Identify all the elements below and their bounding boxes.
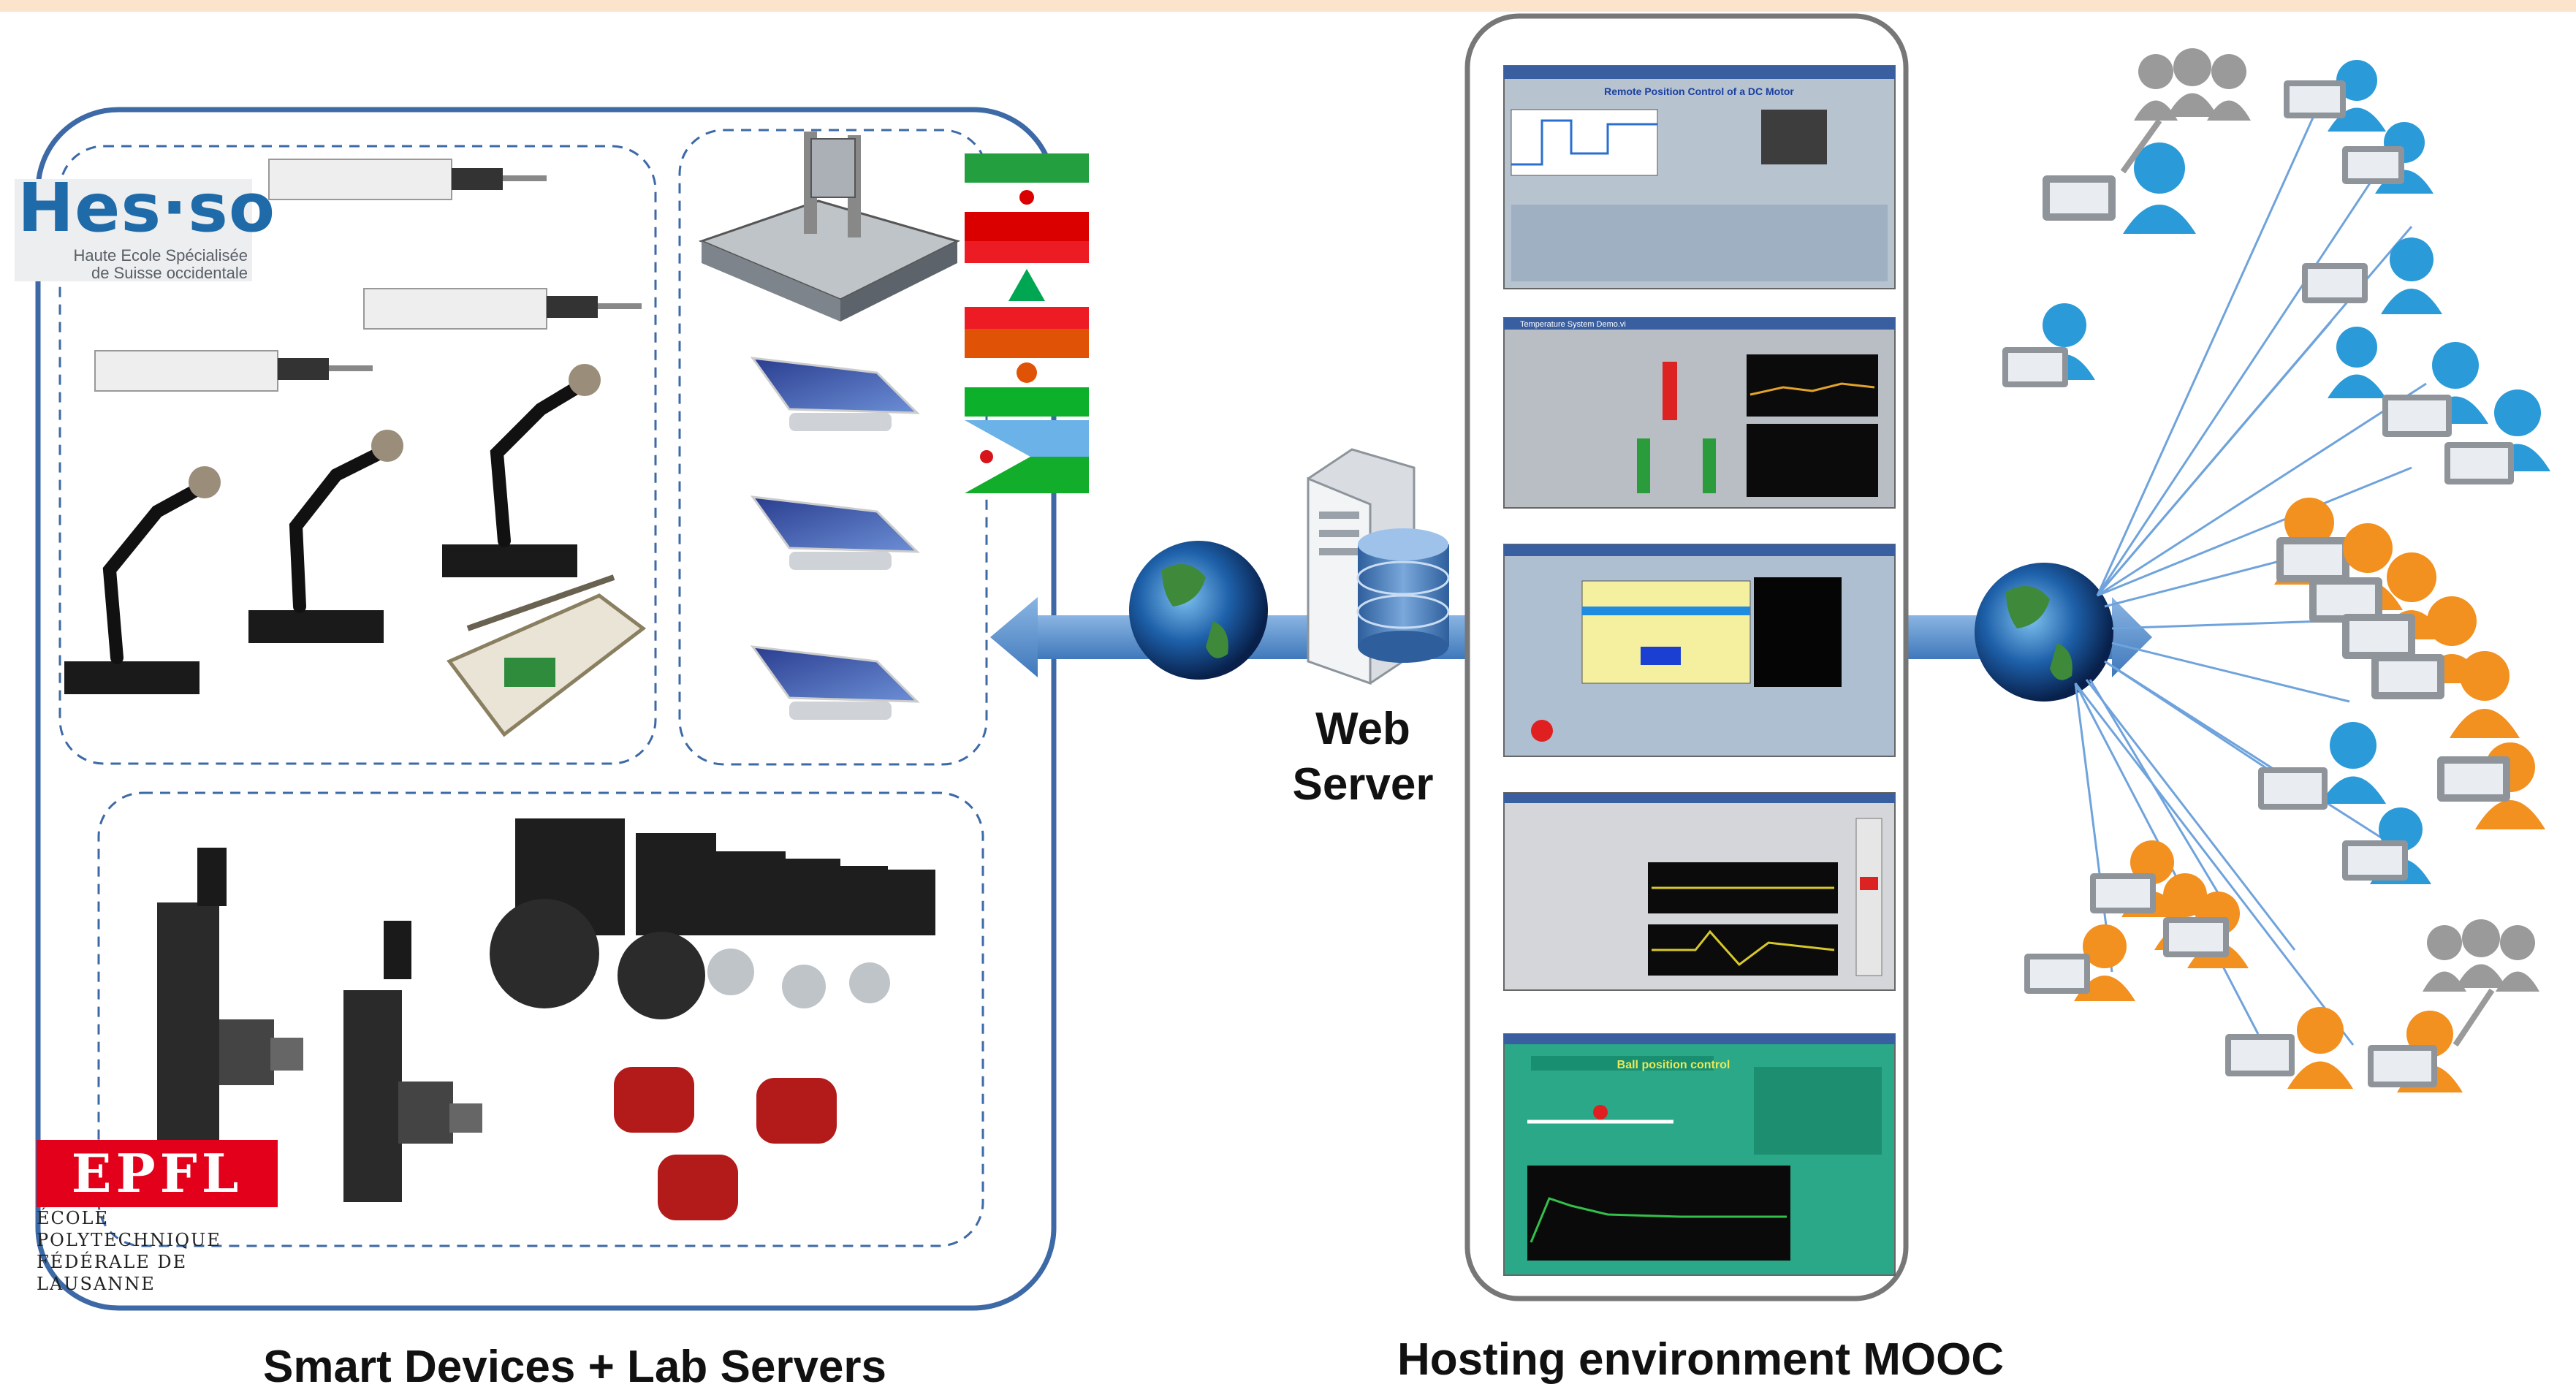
flag-lebanon bbox=[965, 241, 1089, 329]
epfl-subtitle-2: FÉDÉRALE DE LAUSANNE bbox=[37, 1252, 188, 1294]
solar-panel-2 bbox=[750, 495, 920, 570]
web-server-label: Web Server bbox=[1268, 702, 1458, 813]
user-icon bbox=[2368, 1011, 2463, 1092]
solar-panel-3 bbox=[750, 645, 920, 720]
user-icon bbox=[2284, 60, 2386, 132]
user-icon bbox=[2342, 807, 2431, 884]
screen-1-title: Remote Position Control of a DC Motor bbox=[1604, 85, 1794, 97]
devices-frame bbox=[35, 107, 1057, 1311]
hes-so-subtitle-2: de Suisse occidentale bbox=[91, 264, 248, 282]
user-icon bbox=[2309, 523, 2403, 623]
web-server-label-line1: Web bbox=[1315, 704, 1410, 754]
screen-5-title: Ball position control bbox=[1617, 1059, 1730, 1071]
linear-actuator-1 bbox=[268, 159, 547, 200]
solar-panel-1 bbox=[750, 357, 920, 431]
lab-screen-4 bbox=[1503, 792, 1896, 991]
lab-screen-2 bbox=[1503, 317, 1896, 509]
globe-icon-left bbox=[1129, 541, 1268, 680]
globe-icon-right bbox=[1975, 563, 2113, 702]
devices-caption: Smart Devices + Lab Servers bbox=[263, 1342, 887, 1392]
user-icon bbox=[2328, 327, 2386, 398]
hes-so-wordmark: Hes·so bbox=[18, 169, 276, 247]
epfl-logo: EPFL ÉCOLE POLYTECHNIQUE FÉDÉRALE DE LAU… bbox=[37, 1140, 285, 1295]
user-icon bbox=[2258, 722, 2386, 810]
user-icon bbox=[2163, 892, 2249, 968]
rail-device bbox=[447, 574, 647, 737]
epfl-subtitle-1: ÉCOLE POLYTECHNIQUE bbox=[37, 1208, 221, 1250]
linear-stage-1 bbox=[157, 848, 303, 1144]
screen-2-title: Temperature System Demo.vi bbox=[1520, 320, 1626, 329]
robot-arm-1 bbox=[64, 466, 221, 694]
flag-djibouti bbox=[965, 420, 1089, 493]
user-icon bbox=[2444, 389, 2550, 484]
linear-actuator-2 bbox=[363, 288, 642, 330]
cnc-machine bbox=[698, 132, 961, 322]
hes-so-subtitle-1: Haute Ecole Spécialisée bbox=[73, 246, 248, 265]
database-icon bbox=[1356, 528, 1450, 663]
user-icon bbox=[2342, 122, 2433, 194]
lab-screen-3 bbox=[1503, 544, 1896, 757]
lab-screen-1 bbox=[1503, 65, 1896, 289]
web-server-label-line2: Server bbox=[1292, 759, 1434, 810]
linear-actuator-3 bbox=[94, 350, 373, 392]
arrow-to-devices bbox=[990, 597, 1549, 677]
servo-motors bbox=[490, 818, 935, 1019]
red-gearboxes bbox=[614, 1067, 837, 1220]
user-icon bbox=[2302, 237, 2442, 314]
hosting-caption: Hosting environment MOOC bbox=[1397, 1334, 2005, 1385]
user-icon bbox=[2043, 142, 2196, 234]
user-icon bbox=[2382, 342, 2488, 437]
user-icon bbox=[2024, 924, 2135, 1001]
epfl-wordmark: EPFL bbox=[37, 1140, 278, 1207]
user-icon bbox=[2450, 651, 2520, 738]
linear-stage-2 bbox=[343, 921, 482, 1202]
robot-arm-3 bbox=[442, 364, 601, 577]
group-icon-bottom bbox=[2423, 919, 2539, 1047]
arms-group-box bbox=[58, 145, 657, 765]
flag-iran bbox=[965, 153, 1089, 241]
user-icon bbox=[2274, 498, 2349, 585]
group-icon-top bbox=[2120, 48, 2251, 174]
flag-niger bbox=[965, 329, 1089, 417]
robot-arm-2 bbox=[248, 430, 403, 643]
hes-so-logo: Hes·so Haute Ecole Spécialisée de Suisse… bbox=[15, 169, 275, 282]
lab-screen-5 bbox=[1503, 1033, 1896, 1276]
user-icon bbox=[2225, 1007, 2353, 1089]
user-icon bbox=[2090, 840, 2183, 917]
top-accent-bar bbox=[0, 0, 2576, 12]
user-icon bbox=[2437, 742, 2545, 829]
user-icon bbox=[2002, 303, 2095, 387]
